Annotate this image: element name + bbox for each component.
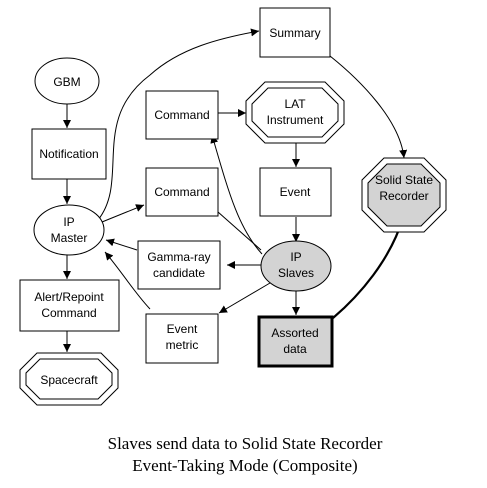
node-assorted-data-label-line1: Assorted <box>271 326 318 340</box>
node-lat-instrument-label-line1: LAT <box>284 97 306 111</box>
caption-line-2: Event-Taking Mode (Composite) <box>132 456 357 475</box>
node-event-label: Event <box>280 185 311 199</box>
edges <box>63 28 408 352</box>
node-ssr-label-line2: Recorder <box>379 189 428 203</box>
node-ip-master: IP Master <box>33 204 105 256</box>
node-command-mid-label: Command <box>154 185 209 199</box>
node-gbm-label: GBM <box>53 75 80 89</box>
edge-event-metric-to-ip-master <box>104 251 151 310</box>
node-alert-label-line1: Alert/Repoint <box>34 290 104 304</box>
node-spacecraft-label: Spacecraft <box>40 373 98 387</box>
node-gamma-ray-label-line2: candidate <box>153 266 205 280</box>
node-ip-slaves-label-line1: IP <box>290 250 301 264</box>
node-assorted-data-label-line2: data <box>283 342 307 356</box>
edge-assorted-data-to-ssr <box>332 217 405 319</box>
node-command-top: Command <box>145 90 219 140</box>
node-event-metric: Event metric <box>145 313 219 364</box>
node-gbm: GBM <box>34 57 100 105</box>
node-event-metric-label-line2: metric <box>166 338 199 352</box>
node-lat-instrument-label-line2: Instrument <box>267 113 324 127</box>
node-ip-slaves-label-line2: Slaves <box>278 266 314 280</box>
edge-summary-to-ssr <box>329 55 408 159</box>
node-event: Event <box>259 167 332 217</box>
node-summary-label: Summary <box>269 26 320 40</box>
node-ip-master-label-line1: IP <box>63 215 74 229</box>
edge-ip-master-to-summary <box>97 28 260 221</box>
node-gamma-ray-label-line1: Gamma-ray <box>147 250 210 264</box>
node-command-top-label: Command <box>154 108 209 122</box>
node-assorted-data: Assorted data <box>257 315 334 368</box>
node-solid-state-recorder: Solid State Recorder <box>361 157 447 233</box>
node-gamma-ray-candidate: Gamma-ray candidate <box>137 240 221 290</box>
edge-ip-slaves-to-command-top <box>210 134 263 255</box>
edge-gamma-ray-to-ip-master <box>105 238 138 251</box>
node-event-metric-label-line1: Event <box>167 322 198 336</box>
caption-line-1: Slaves send data to Solid State Recorder <box>108 434 383 453</box>
node-alert-label-line2: Command <box>41 306 96 320</box>
node-notification-label: Notification <box>39 147 98 161</box>
edge-ip-slaves-to-event-metric <box>218 282 271 314</box>
node-ssr-label-line1: Solid State <box>375 173 433 187</box>
node-alert-repoint-command: Alert/Repoint Command <box>19 279 120 332</box>
node-spacecraft: Spacecraft <box>19 352 119 406</box>
node-ip-slaves: IP Slaves <box>260 240 332 292</box>
node-command-mid: Command <box>145 167 219 217</box>
edge-ip-master-to-command-mid <box>101 204 145 223</box>
edge-command-mid-to-ip-slaves <box>217 211 262 251</box>
node-summary: Summary <box>259 7 331 58</box>
node-ip-master-label-line2: Master <box>51 231 88 245</box>
node-lat-instrument: LAT Instrument <box>245 81 345 144</box>
node-notification: Notification <box>31 128 107 180</box>
